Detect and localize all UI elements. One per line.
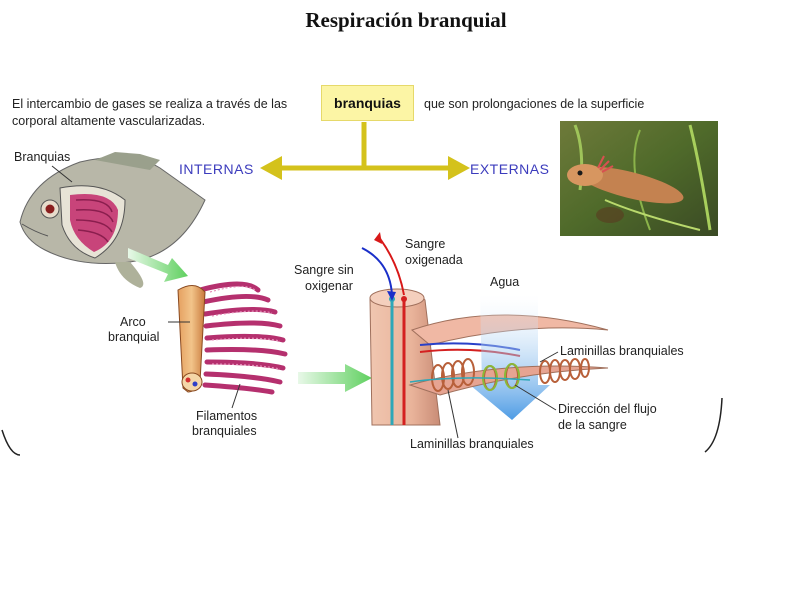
frame-arc (1, 429, 21, 456)
green-arrow-arch-to-detail (298, 364, 372, 392)
gill-arch-drawing (177, 281, 288, 395)
branch-arrows (260, 122, 470, 180)
intro-text-line2: corporal altamente vascularizadas. (12, 114, 206, 128)
intro-text-after: que son prolongaciones de la superficie (424, 97, 645, 111)
intro-text-before: El intercambio de gases se realiza a tra… (12, 97, 288, 111)
filaments-label-line (231, 383, 241, 409)
external-gills-label: EXTERNAS (470, 161, 550, 177)
blood-in-label-2: oxigenar (305, 279, 353, 293)
blood-out-label-2: oxigenada (405, 253, 463, 267)
internal-gills-label: INTERNAS (179, 161, 254, 177)
flow-label-line (514, 384, 557, 411)
arch-label-2: branquial (108, 330, 160, 344)
arch-label-1: Arco (120, 315, 146, 329)
lamellae-top-label-line (539, 351, 559, 363)
filaments-label-1: Filamentos (196, 409, 258, 423)
blood-out-label-1: Sangre (405, 237, 446, 251)
lamellae-bottom-label: Laminillas branquiales (410, 437, 534, 449)
filament-detail-drawing (361, 232, 609, 426)
fish-label-line (51, 165, 73, 183)
frame-arc (704, 397, 723, 453)
page-title: Respiración branquial (305, 8, 507, 32)
filaments-label-2: branquiales (192, 424, 257, 438)
flow-label-2: de la sangre (558, 418, 627, 432)
blood-in-label-1: Sangre sin (294, 263, 354, 277)
lamellae-bottom-label-line (447, 389, 459, 439)
keyword-box: branquias (321, 85, 414, 121)
water-label: Agua (490, 275, 520, 289)
axolotl-photo (560, 121, 718, 236)
lamellae-top-label: Laminillas branquiales (560, 344, 684, 358)
flow-label-1: Dirección del flujo (558, 402, 657, 416)
fish-drawing (19, 152, 206, 288)
fish-gills-label: Branquias (14, 150, 71, 164)
green-arrow-fish-to-arch (128, 248, 188, 282)
